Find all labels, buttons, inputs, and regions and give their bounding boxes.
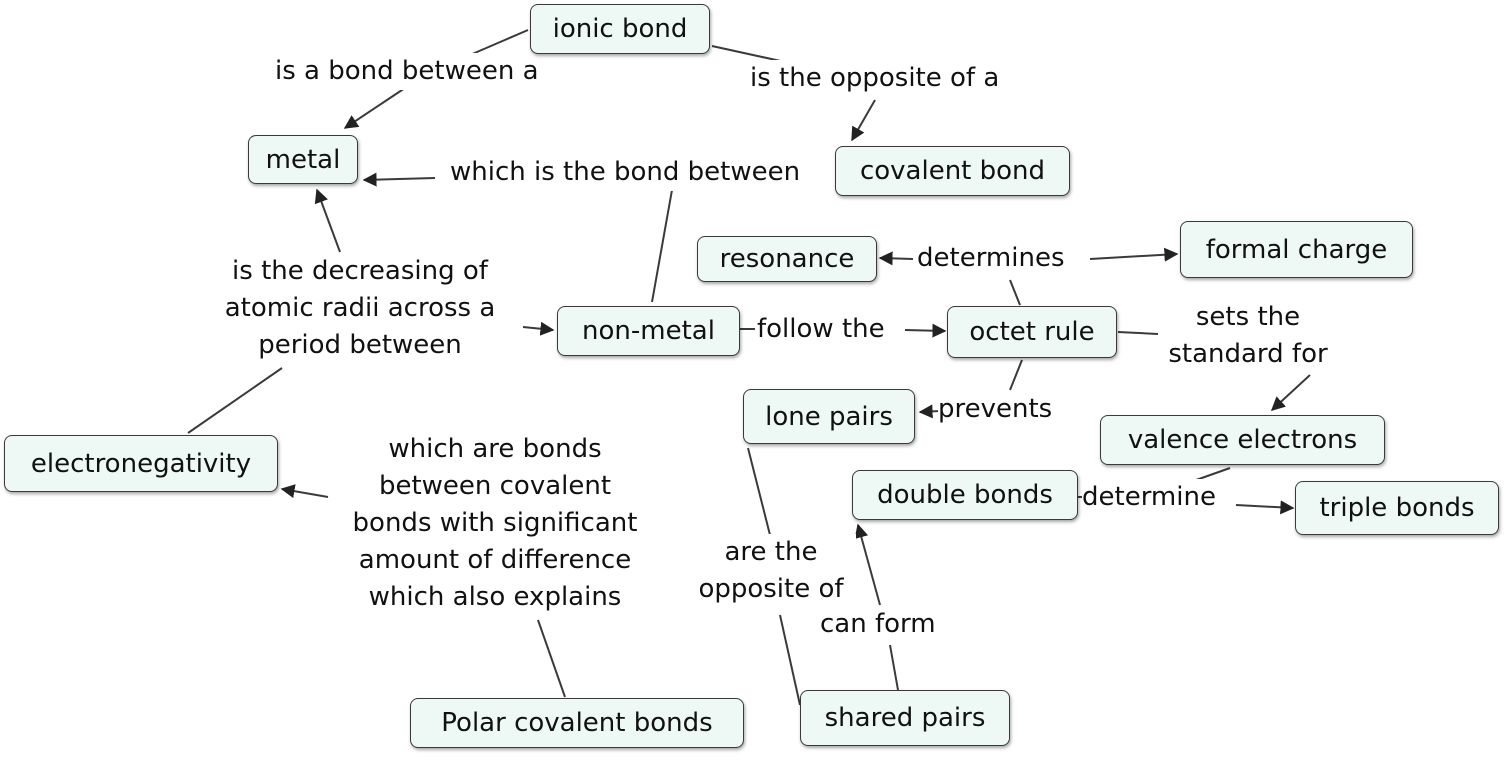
line-octet-to-sets bbox=[1117, 331, 1159, 335]
concept-metal[interactable]: metal bbox=[248, 135, 358, 184]
link-label-which-are-bonds: which are bonds between covalent bonds w… bbox=[330, 431, 660, 616]
arrow-to-metal-from-ionic bbox=[343, 87, 406, 129]
concept-resonance[interactable]: resonance bbox=[697, 236, 877, 282]
label-line: bonds with significant bbox=[352, 508, 638, 538]
concept-octet-rule[interactable]: octet rule bbox=[947, 306, 1117, 358]
label-line: sets the bbox=[1195, 302, 1301, 332]
line-shared-to-can-form bbox=[889, 644, 899, 691]
link-label-sets-the-standard-for: sets the standard for bbox=[1158, 299, 1338, 373]
arrow-to-nonmetal bbox=[522, 321, 555, 336]
concept-polar-covalent-bonds[interactable]: Polar covalent bonds bbox=[410, 698, 744, 748]
label-line: opposite of bbox=[698, 574, 844, 604]
concept-formal-charge[interactable]: formal charge bbox=[1180, 221, 1413, 278]
concept-double-bonds[interactable]: double bonds bbox=[852, 470, 1078, 520]
link-label-determine: determine bbox=[1082, 479, 1216, 516]
line-nonmetal-to-bond-label bbox=[651, 189, 673, 303]
label-line: atomic radii across a bbox=[224, 293, 496, 323]
label-line: which also explains bbox=[368, 582, 622, 612]
line-ionic-to-label-a bbox=[469, 29, 529, 56]
concept-electronegativity[interactable]: electronegativity bbox=[4, 435, 278, 492]
arrow-to-metal-from-radii-label bbox=[314, 188, 341, 253]
arrow-to-octet bbox=[904, 323, 947, 338]
label-line: amount of difference bbox=[358, 545, 632, 575]
link-label-is-a-bond-between-a: is a bond between a bbox=[275, 53, 539, 90]
line-lone-to-opposite bbox=[747, 447, 771, 536]
arrow-to-double-bonds bbox=[854, 523, 881, 606]
line-opposite-to-shared bbox=[779, 614, 801, 706]
arrow-to-lone-pairs bbox=[918, 404, 941, 419]
arrow-to-valence bbox=[1270, 374, 1311, 411]
label-line: which are bonds bbox=[388, 434, 602, 464]
link-label-determines: determines bbox=[917, 240, 1065, 277]
label-line: period between bbox=[258, 330, 462, 360]
line-octet-to-prevents bbox=[1009, 359, 1023, 391]
link-label-are-the-opposite-of: are the opposite of bbox=[686, 534, 856, 608]
link-label-is-the-decreasing-of: is the decreasing of atomic radii across… bbox=[205, 253, 515, 364]
concept-shared-pairs[interactable]: shared pairs bbox=[800, 690, 1010, 746]
line-polar-to-which-are bbox=[537, 619, 566, 698]
concept-lone-pairs[interactable]: lone pairs bbox=[743, 389, 915, 444]
line-octet-to-determines bbox=[1009, 279, 1021, 306]
line-ionic-to-label-b bbox=[711, 45, 786, 63]
concept-ionic-bond[interactable]: ionic bond bbox=[530, 4, 710, 54]
link-label-is-the-opposite-of-a: is the opposite of a bbox=[750, 60, 1000, 97]
concept-non-metal[interactable]: non-metal bbox=[557, 306, 740, 356]
label-line: are the bbox=[724, 537, 818, 567]
line-electronegativity-to-radii-label bbox=[187, 367, 283, 434]
arrow-to-electronegativity bbox=[280, 484, 329, 499]
label-line: is the decreasing of bbox=[232, 256, 488, 286]
link-label-which-is-the-bond-between: which is the bond between bbox=[450, 154, 801, 191]
link-label-follow-the: follow the bbox=[757, 311, 885, 348]
label-line: between covalent bbox=[378, 471, 612, 501]
arrow-to-resonance bbox=[878, 251, 914, 266]
concept-covalent-bond[interactable]: covalent bond bbox=[835, 146, 1070, 196]
concept-triple-bonds[interactable]: triple bonds bbox=[1295, 481, 1499, 535]
link-label-prevents: prevents bbox=[938, 391, 1053, 428]
arrow-to-formal-charge bbox=[1089, 247, 1179, 262]
link-label-can-form: can form bbox=[820, 606, 936, 643]
label-line: standard for bbox=[1168, 339, 1328, 369]
arrow-to-covalent bbox=[851, 99, 876, 142]
arrow-to-metal-from-bond-label bbox=[362, 172, 436, 187]
arrow-to-triple-bonds bbox=[1235, 500, 1295, 515]
concept-valence-electrons[interactable]: valence electrons bbox=[1100, 415, 1385, 465]
